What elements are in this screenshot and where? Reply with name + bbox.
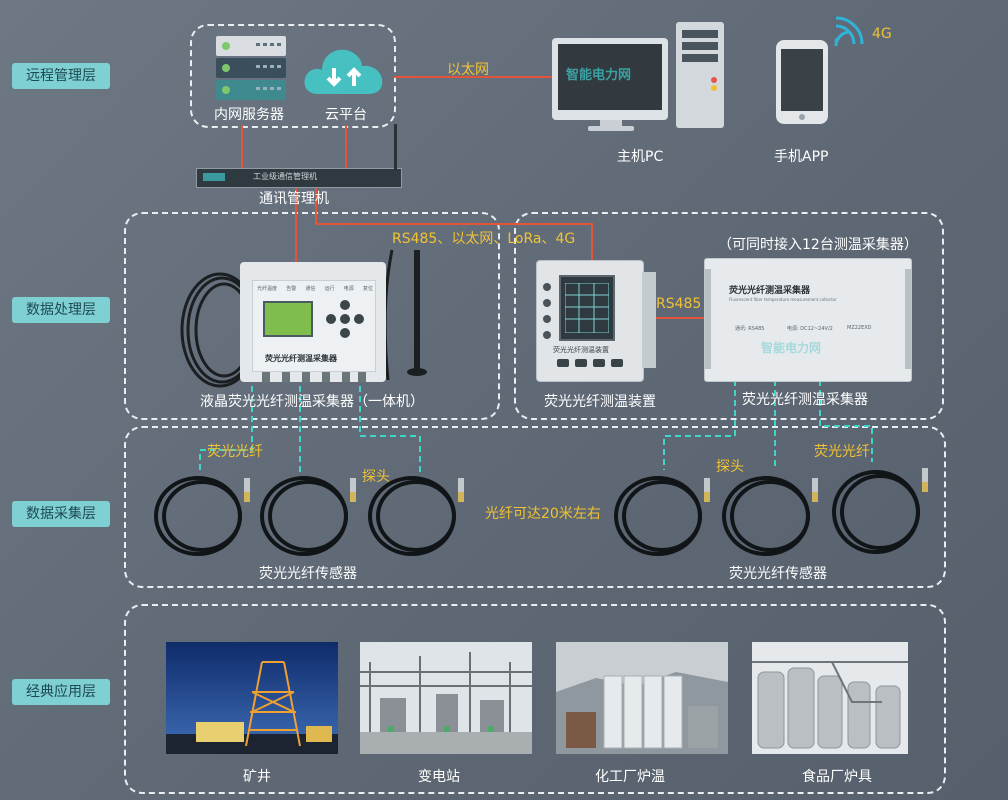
panel-key-label: 运行 (324, 286, 335, 292)
layer-label-remote: 远程管理层 (12, 63, 110, 89)
collector-comm: 通讯: RS485 (735, 326, 765, 332)
layer-label-processing: 数据处理层 (12, 297, 110, 323)
integrated-unit-panel: 荧光光纤测温采集器 光纤温度 告警 通信 运行 电源 复位 (252, 280, 376, 372)
probe-label-right: 探头 (716, 459, 744, 475)
mine-photo (166, 642, 338, 754)
substation-photo (360, 642, 532, 754)
intranet-server-label: 内网服务器 (214, 107, 284, 123)
gateway-led-strip (203, 173, 225, 181)
integrated-panel-title: 荧光光纤测温采集器 (265, 354, 337, 363)
rs485-label: RS485 (656, 296, 702, 312)
collector-label: 荧光光纤测温采集器 (742, 392, 868, 408)
integrated-unit-device: 荧光光纤测温采集器 光纤温度 告警 通信 运行 电源 复位 (240, 262, 386, 382)
wifi-signal-icon (834, 16, 864, 46)
monitor-label: 荧光光纤测温装置 (544, 394, 656, 410)
integrated-unit-label: 液晶荧光光纤测温采集器（一体机） (200, 394, 424, 410)
application-label-mine: 矿井 (243, 769, 271, 785)
gateway-device-text: 工业级通信管理机 (253, 172, 317, 181)
monitor-grid-icon (565, 283, 609, 333)
fiber-label-left: 荧光光纤 (207, 444, 263, 460)
gateway-label: 通讯管理机 (259, 191, 329, 207)
layer-label-collection: 数据采集层 (12, 501, 110, 527)
lcd-screen (263, 301, 313, 337)
integrated-unit-frame (124, 212, 500, 420)
collector-brand: 智能电力网 (761, 341, 822, 355)
collector-subtitle: Fluorescent fiber temperature measuremen… (729, 297, 837, 302)
screen-brand: 智能电力网 (566, 68, 632, 83)
chemical-plant-photo (556, 642, 728, 754)
panel-key-label: 告警 (286, 286, 297, 292)
ethernet-label: 以太网 (447, 62, 489, 78)
mounting-rail-icon (705, 269, 911, 369)
collector-capacity-note: （可同时接入12台测温采集器） (718, 237, 918, 253)
pc-tower-icon (676, 22, 724, 128)
application-label-chemical: 化工厂炉温 (595, 769, 665, 785)
signal-label: 4G (872, 26, 892, 42)
sensor-label-right: 荧光光纤传感器 (729, 566, 827, 582)
monitor-icon (552, 38, 668, 131)
collection-frame (124, 426, 946, 588)
front-buttons-icon (557, 359, 623, 367)
panel-key-label: 电源 (343, 286, 354, 292)
application-label-substation: 变电站 (418, 769, 460, 785)
sensor-coil-icon (832, 468, 928, 554)
layer-label-application: 经典应用层 (12, 679, 110, 705)
processing-links-label: RS485、以太网、LoRa、4G (392, 231, 576, 247)
sensor-coil-icon (154, 476, 250, 556)
monitor-side-terminal (642, 272, 656, 368)
sensor-coil-icon (722, 476, 818, 556)
panel-key-label: 光纤温度 (257, 286, 278, 292)
application-frame (124, 604, 946, 794)
monitor-frame (514, 212, 944, 420)
keypad-icon (326, 300, 364, 338)
sensor-coil-icon (260, 476, 356, 556)
panel-key-label: 通信 (305, 286, 316, 292)
phone-icon (776, 40, 828, 124)
cloud-icon (304, 49, 383, 94)
sensor-label-left: 荧光光纤传感器 (259, 566, 357, 582)
application-label-food: 食品厂炉具 (802, 769, 872, 785)
monitor-screen (559, 275, 615, 341)
monitor-device: 荧光光纤测温装置 (536, 260, 644, 382)
collector-model: MZ22EXD (847, 325, 872, 331)
side-buttons-icon (543, 283, 551, 339)
fiber-distance-label: 光纤可达20米左右 (485, 506, 601, 522)
cloud-label: 云平台 (325, 107, 367, 123)
server-icon (216, 36, 286, 100)
sensor-coil-icon (368, 476, 464, 556)
connector-ports-icon (262, 372, 366, 382)
host-pc-label: 主机PC (617, 149, 664, 165)
collector-power: 电源: DC12~24V/2 (787, 326, 833, 332)
mobile-app-label: 手机APP (774, 149, 829, 165)
gateway-device: 工业级通信管理机 (196, 168, 402, 188)
collector-device: 荧光光纤测温采集器 Fluorescent fiber temperature … (704, 258, 912, 382)
gateway-antenna-icon (394, 124, 397, 170)
panel-key-row: 光纤温度 告警 通信 运行 电源 复位 (257, 285, 373, 292)
panel-key-label: 复位 (362, 286, 373, 292)
food-plant-photo (752, 642, 908, 754)
fiber-label-right: 荧光光纤 (814, 444, 870, 460)
monitor-panel-text: 荧光光纤测温装置 (553, 346, 609, 354)
sensor-coil-icon (614, 476, 710, 556)
probe-label-left: 探头 (362, 469, 390, 485)
collector-title: 荧光光纤测温采集器 (729, 286, 811, 296)
